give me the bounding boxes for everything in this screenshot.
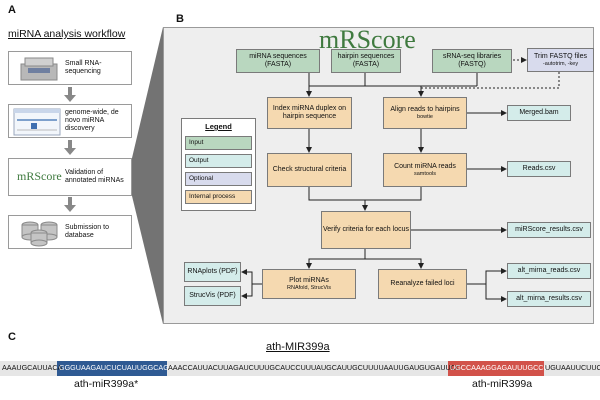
sequence-mature-region: UGCCAAAGGAGAUUUGCCC <box>450 363 549 372</box>
workflow-step-label: Submission to database <box>65 224 109 239</box>
trim-label: Trim FASTQ files <box>533 53 588 60</box>
pipeline-diagram: mRScore miRNA sequences (FASTA) hairpin … <box>163 25 594 324</box>
legend-title: Legend <box>205 122 232 131</box>
process-align-reads: Align reads to hairpins bowtie <box>383 97 467 129</box>
genome-browser-icon <box>13 108 61 136</box>
process-count-reads: Count miRNA reads samtools <box>383 153 467 187</box>
workflow-step-discovery: genome-wide, de novo miRNA discovery <box>8 104 132 138</box>
legend: Legend Input Output Optional Internal pr… <box>181 118 256 211</box>
sequence-5prime: AAAUGCAUUACA <box>2 363 63 372</box>
pipeline-connectors <box>241 57 560 302</box>
output-merged-bam: Merged.bam <box>507 105 571 121</box>
panel-b-letter: B <box>176 13 184 25</box>
process-plot-mirnas: Plot miRNAs RNAfold, StrucVis <box>262 269 356 299</box>
workflow-step-label: genome-wide, de novo miRNA discovery <box>65 109 119 132</box>
star-label: ath-miR399a* <box>74 378 139 390</box>
process-check-structural: Check structural criteria <box>267 153 352 187</box>
legend-item-optional: Optional <box>185 172 252 186</box>
panel-c-letter: C <box>8 331 16 343</box>
input-mirna-sequences: miRNA sequences (FASTA) <box>236 49 320 73</box>
count-label: Count miRNA reads <box>394 163 456 170</box>
precursor-title: ath-MIR399a <box>266 341 330 353</box>
output-strucvis-pdf: StrucVis (PDF) <box>184 286 241 306</box>
workflow-arrow <box>68 197 72 205</box>
output-reads-csv: Reads.csv <box>507 161 571 177</box>
workflow-arrow-head <box>64 205 76 212</box>
align-label: Align reads to hairpins <box>390 106 460 113</box>
workflow-step-label: Small RNA-sequencing <box>65 60 102 75</box>
legend-item-input: Input <box>185 136 252 150</box>
trim-sublabel: -autotrim, -key <box>542 61 579 67</box>
output-alt-results-csv: alt_mirna_results.csv <box>507 291 591 307</box>
mirscore-logo-small: mRScore <box>17 169 62 183</box>
output-rnaplots-pdf: RNAplots (PDF) <box>184 262 241 282</box>
workflow-arrow-head <box>64 148 76 155</box>
optional-trim-fastq: Trim FASTQ files -autotrim, -key <box>527 48 594 72</box>
workflow-step-sequencing: Small RNA-sequencing <box>8 51 132 85</box>
count-sublabel: samtools <box>413 171 436 177</box>
input-srna-libraries: sRNA-seq libraries (FASTQ) <box>432 49 512 73</box>
process-index-duplex: Index miRNA duplex on hairpin sequence <box>267 97 352 129</box>
workflow-step-submission: Submission to database <box>8 215 132 249</box>
plot-label: Plot miRNAs <box>289 277 329 284</box>
workflow-title: miRNA analysis workflow <box>8 28 126 40</box>
input-hairpin-sequences: hairpin sequences (FASTA) <box>331 49 401 73</box>
legend-item-output: Output <box>185 154 252 168</box>
output-alt-reads-csv: alt_mirna_reads.csv <box>507 263 591 279</box>
workflow-step-validation: mRScore Validation of annotated miRNAs <box>8 158 132 196</box>
star-highlight <box>57 361 167 376</box>
sequence-star-region: GGGUAAGAUCUCUAUUGGCAGG <box>59 363 175 372</box>
mature-label: ath-miR399a <box>472 378 533 390</box>
workflow-step-label: Validation of annotated miRNAs <box>65 169 124 184</box>
sequencer-icon <box>20 57 58 81</box>
panel-a-letter: A <box>8 4 16 16</box>
workflow-arrow <box>68 87 72 95</box>
sequence-loop: AAACCAUUACUUAGAUCUUUGCAUCCUUUAUGCAUUGCUU… <box>168 363 462 372</box>
legend-item-process: Internal process <box>185 190 252 204</box>
plot-sublabel: RNAfold, StrucVis <box>287 285 331 291</box>
output-results-csv: miRScore_results.csv <box>507 222 591 238</box>
workflow-arrow-head <box>64 95 76 102</box>
process-verify-criteria: Verify criteria for each locus <box>321 211 411 249</box>
sequence-3prime: UGUAAUUCUUCU <box>545 363 600 372</box>
workflow-arrow <box>68 140 72 148</box>
database-icon <box>21 221 58 247</box>
process-reanalyze-loci: Reanalyze failed loci <box>378 269 467 299</box>
mature-highlight <box>448 361 544 376</box>
align-sublabel: bowtie <box>417 114 433 120</box>
